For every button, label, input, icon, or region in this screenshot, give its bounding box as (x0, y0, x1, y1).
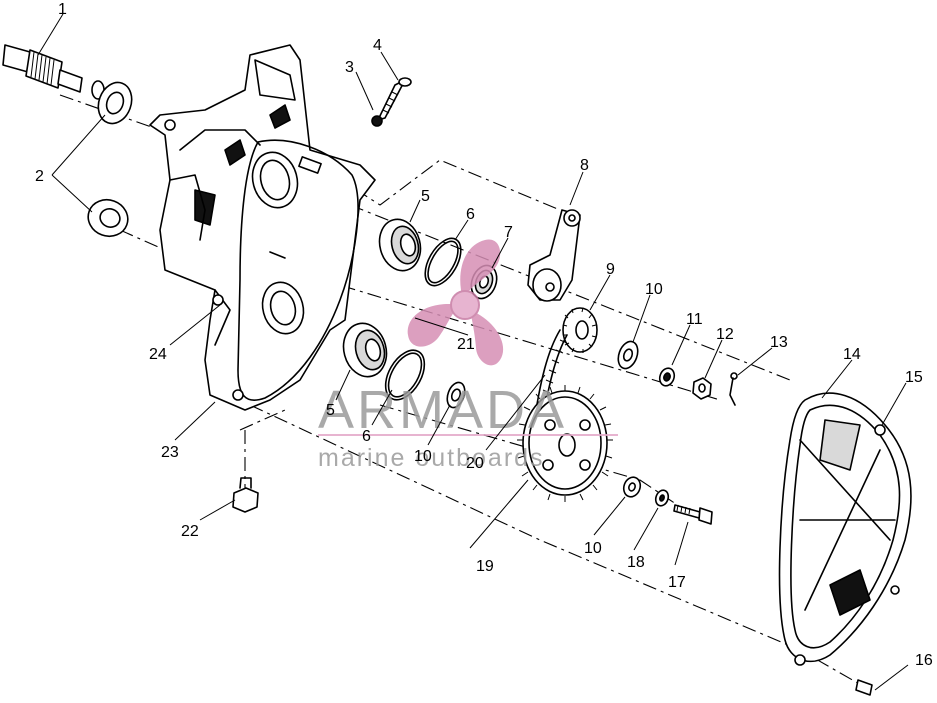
callout-6a: 6 (466, 206, 475, 223)
callout-17: 17 (668, 574, 686, 591)
logo-blade-icon (460, 239, 501, 300)
callout-10a: 10 (645, 281, 663, 298)
callout-5a: 5 (421, 188, 430, 205)
part-washers (446, 340, 642, 498)
part-lockwasher-nut-pin (658, 367, 738, 406)
part-tensioner (527, 209, 581, 302)
callout-labels: 1 2 3 4 5 6 7 8 9 10 11 12 13 14 15 16 1… (35, 1, 933, 669)
part-o-rings (384, 237, 462, 401)
callout-11: 11 (686, 311, 703, 328)
callout-15: 15 (905, 369, 923, 386)
part-cover (778, 392, 912, 696)
callout-10b: 10 (414, 448, 432, 465)
callout-10c: 10 (584, 540, 602, 557)
logo-blade-icon-3 (470, 310, 504, 366)
part-small-sprocket (562, 307, 598, 353)
callout-12: 12 (716, 326, 734, 343)
part-large-sprocket (517, 385, 613, 502)
callout-6b: 6 (362, 428, 371, 445)
callout-16: 16 (915, 652, 933, 669)
callout-18: 18 (627, 554, 645, 571)
part-drain-plug (232, 477, 259, 513)
logo-hub-icon (450, 290, 480, 320)
callout-1: 1 (58, 1, 67, 18)
callout-19: 19 (476, 558, 494, 575)
callout-22: 22 (181, 523, 199, 540)
callout-21: 21 (457, 336, 475, 353)
leader-lines (37, 13, 909, 691)
part-bearings (342, 218, 422, 378)
callout-5b: 5 (326, 402, 335, 419)
callout-20: 20 (466, 455, 484, 472)
callout-3: 3 (345, 59, 354, 76)
part-lockwasher-bolt (654, 489, 713, 525)
part-main-case (149, 44, 376, 411)
callout-23: 23 (161, 444, 179, 461)
callout-24: 24 (149, 346, 167, 363)
watermark-subtitle: marine outboards (318, 444, 545, 472)
callout-8: 8 (580, 157, 589, 174)
part-shaft (2, 44, 105, 100)
logo-blade-icon-2 (407, 304, 460, 347)
callout-7: 7 (504, 224, 513, 241)
watermark-logo: ARMADA marine outboards (318, 239, 618, 472)
part-bolt-nut (371, 77, 412, 127)
watermark-title: ARMADA (318, 380, 567, 440)
callout-13: 13 (770, 334, 788, 351)
callout-2: 2 (35, 168, 44, 185)
part-seals (87, 81, 133, 238)
callout-14: 14 (843, 346, 861, 363)
callout-9: 9 (606, 261, 615, 278)
callout-4: 4 (373, 37, 382, 54)
